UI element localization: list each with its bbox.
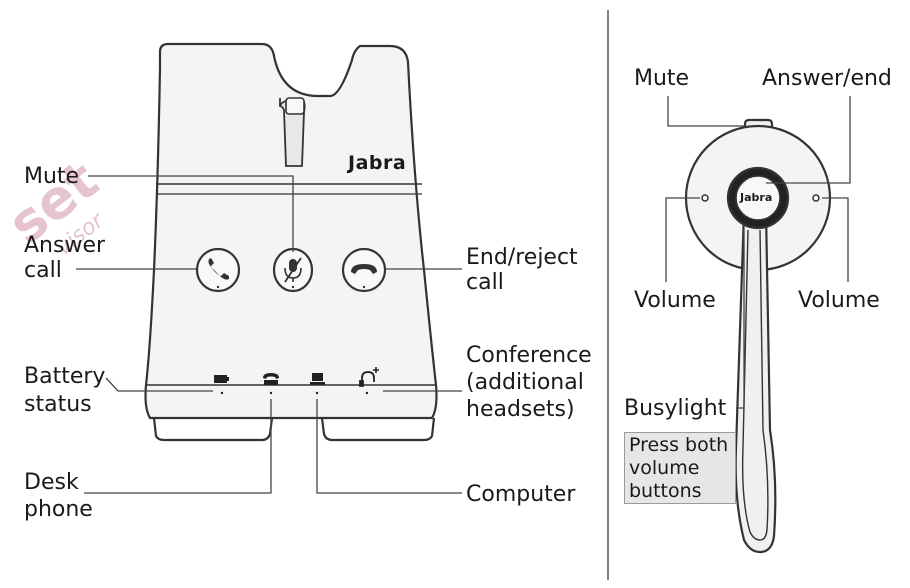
- label-conference-2: (additional: [466, 370, 584, 395]
- headset-boom-arm: [734, 210, 777, 554]
- base-foot-left: [152, 417, 274, 442]
- answer-end-button: [735, 175, 781, 221]
- computer-callout-line: [316, 399, 462, 494]
- headset-mute-callout-line: [667, 96, 745, 127]
- busylight-callout-line: [736, 230, 745, 409]
- label-computer: Computer: [466, 482, 576, 507]
- busylight-note-box: Press both volume buttons: [624, 432, 736, 504]
- busylight-note-line-3: buttons: [629, 480, 702, 502]
- battery-status-icon: [214, 375, 229, 395]
- label-answer-call-1: Answer: [24, 233, 106, 258]
- cradle-clip: [285, 97, 305, 115]
- volume-right-callout-line: [822, 197, 849, 282]
- label-battery-status-2: status: [24, 392, 92, 417]
- volume-up-button: [812, 194, 820, 202]
- base-jabra-logo: Jabra: [348, 152, 407, 174]
- label-conference-1: Conference: [466, 343, 592, 368]
- busylight-note-line-2: volume: [629, 457, 700, 479]
- headset-callout-lines: [665, 96, 851, 409]
- desk-phone-callout-line: [84, 399, 272, 494]
- label-busylight: Busylight: [624, 396, 727, 421]
- conference-icon: [359, 367, 379, 395]
- mute-callout-line: [88, 175, 294, 252]
- mute-button: [272, 247, 314, 293]
- volume-down-button: [701, 194, 709, 202]
- busylight-note-line-1: Press both: [629, 434, 729, 456]
- label-answer-end: Answer/end: [762, 66, 892, 91]
- label-desk-phone-1: Desk: [24, 470, 79, 495]
- label-conference-3: headsets): [466, 397, 575, 422]
- base-station-body: [144, 42, 438, 420]
- headset: [684, 118, 832, 554]
- headset-jabra-logo: Jabra: [740, 191, 773, 204]
- label-end-reject-2: call: [466, 270, 504, 295]
- watermark-logo: set visor: [0, 148, 110, 260]
- label-answer-call-2: call: [24, 258, 62, 283]
- computer-icon: [310, 373, 325, 395]
- label-volume-left: Volume: [634, 288, 716, 313]
- label-battery-status-1: Battery: [24, 364, 106, 389]
- end-reject-call-button: [341, 247, 387, 293]
- label-volume-right: Volume: [798, 288, 880, 313]
- battery-callout-line: [105, 377, 213, 392]
- answer-call-button: [195, 247, 241, 293]
- label-desk-phone-2: phone: [24, 497, 93, 522]
- desk-phone-icon: [263, 373, 279, 395]
- base-callout-lines: [76, 175, 462, 494]
- label-headset-mute: Mute: [634, 66, 690, 91]
- base-foot-right: [320, 417, 436, 442]
- base-station: [144, 42, 438, 442]
- label-end-reject-1: End/reject: [466, 245, 578, 270]
- label-mute: Mute: [24, 164, 80, 189]
- headset-answer-end-callout-line: [766, 96, 851, 184]
- volume-left-callout-line: [665, 197, 700, 282]
